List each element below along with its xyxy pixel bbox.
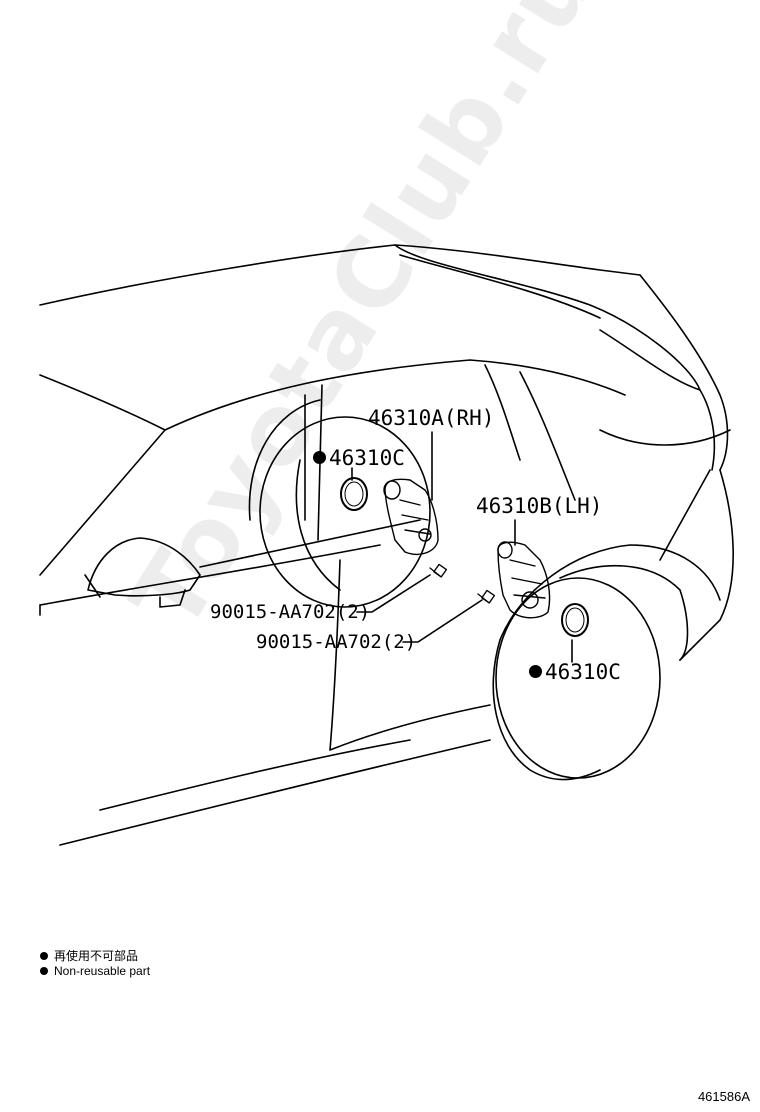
callout-bolt-upper[interactable]: 90015-AA702(2) (210, 601, 371, 623)
front-tire (259, 416, 431, 608)
legend-en: Non-reusable part (40, 964, 150, 978)
callout-seal-lower-label: 46310C (545, 660, 621, 684)
rear-hatch (639, 274, 729, 471)
actuator-lh (497, 541, 551, 619)
callout-seal-upper[interactable]: 46310C (313, 448, 405, 469)
roof-line (39, 244, 641, 306)
window-frame (164, 359, 626, 431)
diagram-reference-number: 461586A (697, 1089, 750, 1104)
rocker-line (99, 739, 411, 811)
legend-marker (40, 952, 48, 960)
legend-jp: 再使用不可部品 (40, 947, 138, 964)
body-sill (39, 544, 381, 606)
leader-bolt-lower (402, 599, 483, 643)
actuator-rh (383, 478, 439, 556)
wheel-arch (499, 544, 721, 641)
non-reusable-marker (313, 451, 326, 464)
callout-seal-upper-label: 46310C (329, 446, 405, 470)
legend-jp-text: 再使用不可部品 (54, 949, 139, 963)
bolt-lower (477, 589, 496, 604)
leader-bolt-upper (356, 574, 431, 613)
non-reusable-marker (529, 665, 542, 678)
callout-bolt-lower[interactable]: 90015-AA702(2) (256, 631, 417, 653)
callout-seal-lower[interactable]: 46310C (529, 662, 621, 683)
rear-spoiler (394, 244, 701, 391)
legend-marker (40, 967, 48, 975)
seal-ring-upper (340, 477, 368, 511)
callout-actuator-rh[interactable]: 46310A(RH) (368, 406, 495, 430)
legend-en-text: Non-reusable part (54, 964, 151, 978)
bolt-upper (429, 563, 448, 578)
side-mirror (87, 537, 201, 597)
callout-actuator-lh[interactable]: 46310B(LH) (476, 494, 603, 518)
seal-ring-lower (561, 603, 589, 637)
